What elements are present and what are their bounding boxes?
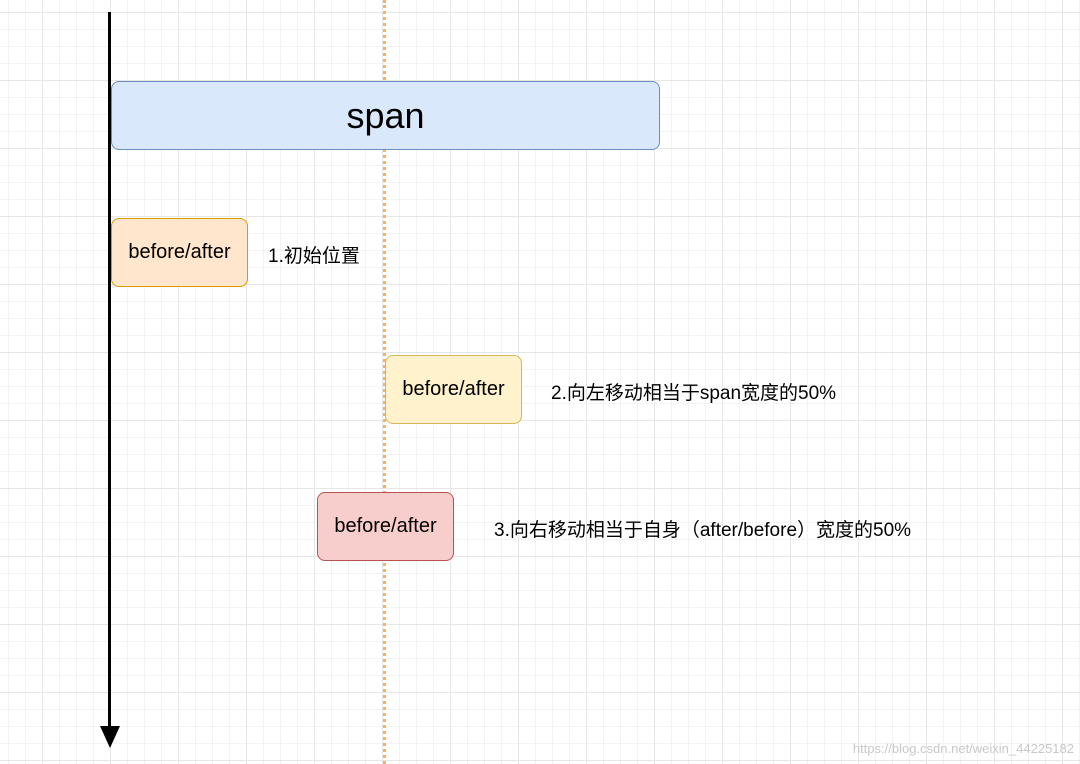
pseudo-box-shifted-right-label: before/after bbox=[334, 515, 437, 537]
pseudo-box-shifted-left: before/after bbox=[385, 355, 522, 424]
span-box: span bbox=[111, 81, 660, 150]
step-3-label: 3.向右移动相当于自身（after/before）宽度的50% bbox=[494, 520, 912, 541]
pseudo-box-shifted-right: before/after bbox=[317, 492, 454, 561]
center-dotted-guide bbox=[383, 0, 386, 764]
arrow-down-icon bbox=[100, 726, 120, 748]
vertical-axis-line bbox=[108, 12, 111, 734]
step-1-label: 1.初始位置 bbox=[268, 246, 360, 267]
pseudo-box-shifted-left-label: before/after bbox=[402, 378, 505, 400]
span-label: span bbox=[346, 94, 425, 136]
pseudo-box-initial-label: before/after bbox=[128, 241, 231, 263]
watermark: https://blog.csdn.net/weixin_44225182 bbox=[852, 741, 1074, 756]
pseudo-box-initial: before/after bbox=[111, 218, 248, 287]
step-2-label: 2.向左移动相当于span宽度的50% bbox=[551, 383, 837, 404]
